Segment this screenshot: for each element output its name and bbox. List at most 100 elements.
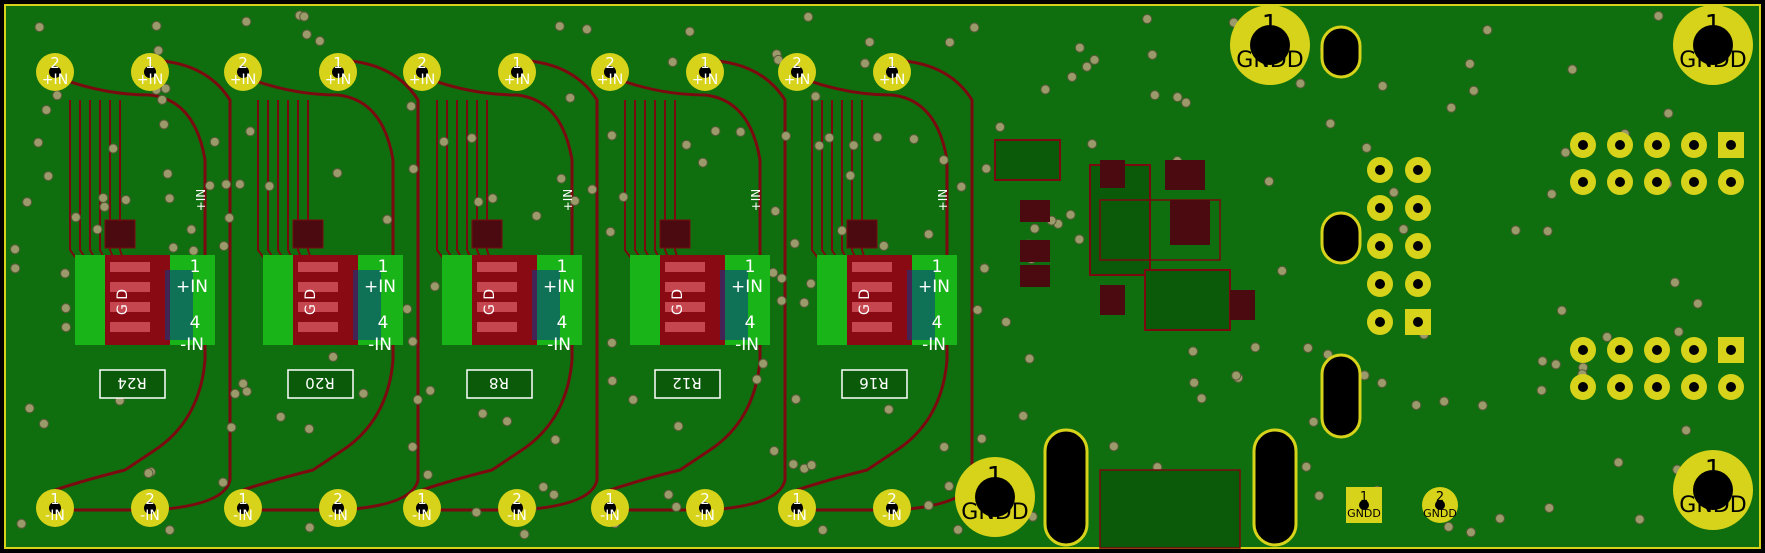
header-pin-drill bbox=[1615, 345, 1625, 355]
pad-number: 1 bbox=[50, 490, 60, 508]
header-2x5-bottom-right[interactable] bbox=[1570, 337, 1744, 400]
via bbox=[10, 244, 21, 255]
via bbox=[569, 195, 580, 206]
pad-label: -IN bbox=[507, 508, 527, 524]
via bbox=[837, 225, 848, 236]
ref-label: R24 bbox=[117, 374, 147, 392]
header-pin-drill bbox=[1726, 177, 1736, 187]
via bbox=[502, 416, 513, 427]
via bbox=[1477, 400, 1488, 411]
via bbox=[810, 91, 821, 102]
via bbox=[328, 351, 339, 362]
component-stripe bbox=[665, 302, 705, 312]
header-2x5-top-right[interactable] bbox=[1570, 132, 1744, 195]
via bbox=[412, 394, 423, 405]
pad-drill bbox=[49, 66, 61, 78]
via bbox=[422, 469, 433, 480]
component-stripe bbox=[665, 282, 705, 292]
via bbox=[976, 433, 987, 444]
pad-label: +IN bbox=[784, 72, 810, 88]
via bbox=[209, 136, 220, 147]
via bbox=[956, 181, 967, 192]
vertical-label: +IN bbox=[194, 189, 208, 212]
pad-number: 1 bbox=[238, 490, 248, 508]
component-stripe bbox=[110, 322, 150, 332]
component-stripe bbox=[665, 262, 705, 272]
header-2x5-left[interactable] bbox=[1367, 157, 1431, 335]
pad-drill bbox=[144, 502, 156, 514]
via bbox=[466, 133, 477, 144]
component-stripe bbox=[477, 282, 517, 292]
slot-hole-2 bbox=[1320, 211, 1362, 265]
via bbox=[1250, 342, 1261, 353]
via bbox=[864, 37, 875, 48]
pad-label: -IN bbox=[695, 508, 715, 524]
connector-slot-right bbox=[1252, 428, 1298, 547]
pin4-num: 4 bbox=[932, 313, 943, 333]
pad-label: +IN bbox=[409, 72, 435, 88]
gnd-pad-drill bbox=[1435, 500, 1445, 510]
via bbox=[1443, 521, 1454, 532]
via bbox=[751, 374, 762, 385]
via bbox=[164, 525, 175, 536]
trace-outer bbox=[243, 58, 420, 512]
pad-label: -IN bbox=[233, 508, 253, 524]
via bbox=[1065, 209, 1076, 220]
smd-c3 bbox=[1020, 265, 1050, 287]
via bbox=[1634, 514, 1645, 525]
smd-blue bbox=[720, 270, 748, 340]
pad-drill bbox=[237, 66, 249, 78]
via bbox=[221, 179, 232, 190]
via bbox=[1295, 78, 1306, 89]
pin1-num: 1 bbox=[557, 257, 568, 277]
via bbox=[1087, 138, 1098, 149]
via bbox=[1302, 342, 1313, 353]
via bbox=[1482, 25, 1493, 36]
gnd-pad-drill bbox=[1359, 500, 1369, 510]
via bbox=[1653, 10, 1664, 21]
via bbox=[92, 224, 103, 235]
via bbox=[768, 267, 779, 278]
via bbox=[860, 58, 871, 69]
via bbox=[805, 278, 816, 289]
pad-drill bbox=[416, 66, 428, 78]
via bbox=[99, 201, 110, 212]
via bbox=[981, 163, 992, 174]
smd-c4 bbox=[1100, 160, 1125, 188]
smd-c8 bbox=[1100, 285, 1125, 315]
via bbox=[120, 194, 131, 205]
via bbox=[153, 45, 164, 56]
via bbox=[238, 378, 249, 389]
header-pin-drill bbox=[1652, 140, 1662, 150]
via bbox=[382, 214, 393, 225]
component-stripe bbox=[298, 262, 338, 272]
via bbox=[969, 22, 980, 33]
vertical-label: +IN bbox=[749, 189, 763, 212]
via bbox=[939, 441, 950, 452]
ic-cluster bbox=[994, 139, 1255, 331]
trace-outer bbox=[610, 58, 787, 512]
header-pin-drill bbox=[1578, 177, 1588, 187]
chip-label: G D bbox=[670, 289, 686, 315]
pad-drill bbox=[511, 502, 523, 514]
pad-label: -IN bbox=[328, 508, 348, 524]
smd-small bbox=[104, 219, 136, 249]
via bbox=[758, 358, 769, 369]
via bbox=[224, 212, 235, 223]
smd-blue bbox=[532, 270, 560, 340]
pad-label: +IN bbox=[597, 72, 623, 88]
via bbox=[60, 268, 71, 279]
via bbox=[1464, 58, 1475, 69]
header-pin-drill bbox=[1726, 140, 1736, 150]
via bbox=[304, 522, 315, 533]
via bbox=[799, 297, 810, 308]
pad-number: 2 bbox=[145, 490, 155, 508]
via bbox=[1361, 142, 1372, 153]
pad-number: 2 bbox=[50, 54, 60, 72]
via bbox=[218, 240, 229, 251]
via bbox=[803, 11, 814, 22]
via bbox=[606, 337, 617, 348]
